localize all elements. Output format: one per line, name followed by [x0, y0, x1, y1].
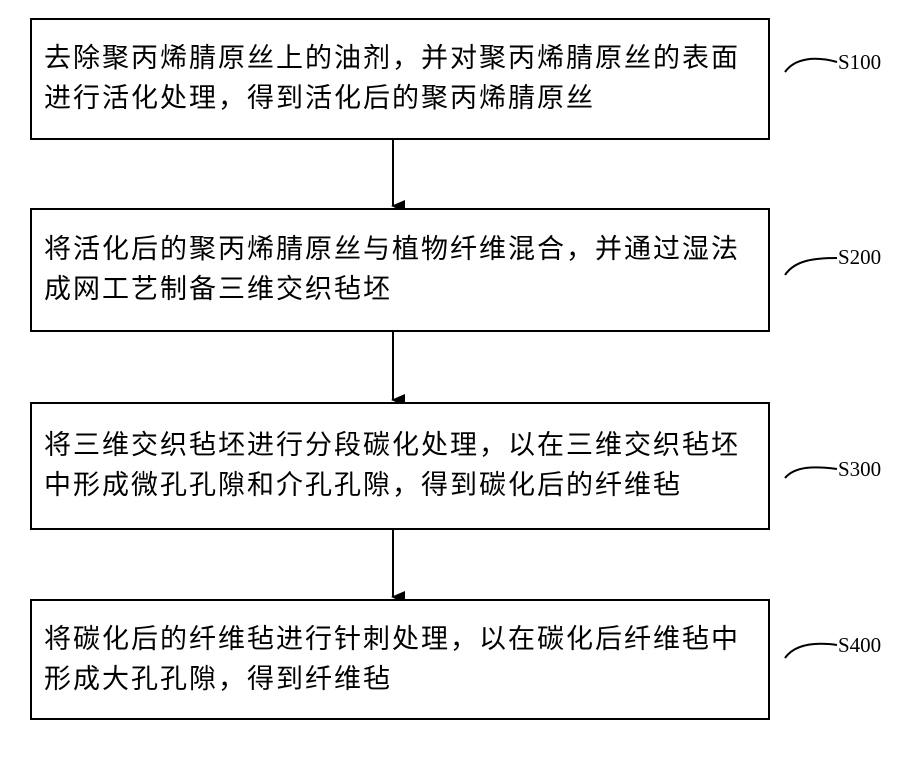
leader-s400 [785, 644, 837, 658]
step-text-s100: 去除聚丙烯腈原丝上的油剂，并对聚丙烯腈原丝的表面进行活化处理，得到活化后的聚丙烯… [44, 39, 756, 119]
leader-s100 [785, 59, 837, 72]
step-box-s100: 去除聚丙烯腈原丝上的油剂，并对聚丙烯腈原丝的表面进行活化处理，得到活化后的聚丙烯… [30, 18, 770, 140]
leader-s300 [785, 467, 837, 478]
step-box-s200: 将活化后的聚丙烯腈原丝与植物纤维混合，并通过湿法成网工艺制备三维交织毡坯 [30, 208, 770, 332]
step-text-s300: 将三维交织毡坯进行分段碳化处理，以在三维交织毡坯中形成微孔孔隙和介孔孔隙，得到碳… [44, 426, 756, 506]
step-label-s100: S100 [838, 50, 881, 74]
step-label-s300: S300 [838, 457, 881, 481]
step-box-s300: 将三维交织毡坯进行分段碳化处理，以在三维交织毡坯中形成微孔孔隙和介孔孔隙，得到碳… [30, 402, 770, 530]
leader-s200 [785, 258, 837, 275]
step-label-s400: S400 [838, 633, 881, 657]
step-box-s400: 将碳化后的纤维毡进行针刺处理，以在碳化后纤维毡中形成大孔孔隙，得到纤维毡 [30, 599, 770, 720]
step-text-s400: 将碳化后的纤维毡进行针刺处理，以在碳化后纤维毡中形成大孔孔隙，得到纤维毡 [44, 620, 756, 700]
step-label-s200: S200 [838, 245, 881, 269]
step-text-s200: 将活化后的聚丙烯腈原丝与植物纤维混合，并通过湿法成网工艺制备三维交织毡坯 [44, 230, 756, 310]
